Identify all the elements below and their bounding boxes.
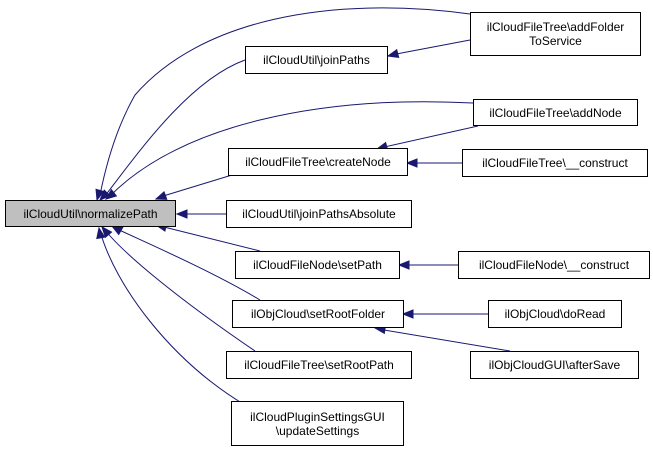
node-add-node[interactable]: ilCloudFileTree\addNode <box>473 99 638 126</box>
node-do-read[interactable]: ilObjCloud\doRead <box>488 300 622 328</box>
edge-add-node-to-create-node <box>375 125 479 151</box>
node-file-node-construct[interactable]: ilCloudFileNode\__construct <box>458 251 650 279</box>
node-join-paths[interactable]: ilCloudUtil\joinPaths <box>245 46 388 74</box>
node-normalize-path: ilCloudUtil\normalizePath <box>5 200 176 227</box>
node-label: ilCloudUtil\normalizePath <box>23 206 158 221</box>
arrowhead <box>397 260 410 270</box>
node-label: ilObjCloud\setRootFolder <box>250 307 386 321</box>
node-label-line2: \updateSettings <box>275 423 360 438</box>
arrowhead <box>104 188 118 200</box>
node-file-tree-construct[interactable]: ilCloudFileTree\__construct <box>462 149 648 177</box>
arrowhead <box>101 225 113 239</box>
edge-add-folder-to-root <box>95 7 471 202</box>
node-set-path[interactable]: ilCloudFileNode\setPath <box>235 251 400 279</box>
node-label: ilObjCloudGUI\afterSave <box>488 358 621 372</box>
arrowhead <box>96 226 106 240</box>
node-label-line1: ilCloudPluginSettingsGUI <box>250 409 385 424</box>
node-label-line1: ilCloudFileTree\addFolder <box>486 20 625 34</box>
node-label: ilObjCloud\doRead <box>504 307 606 321</box>
node-set-root-folder[interactable]: ilObjCloud\setRootFolder <box>232 300 404 328</box>
edge-add-folder-to-join-paths <box>386 39 471 59</box>
node-add-folder-to-service[interactable]: ilCloudFileTree\addFolder ToService <box>470 12 641 56</box>
edge-join-paths-absolute-to-root <box>175 209 226 219</box>
edge-file-tree-construct-to-create-node <box>405 158 462 168</box>
node-label: ilCloudFileTree\createNode <box>245 155 391 169</box>
node-label: ilCloudFileNode\setPath <box>253 258 382 272</box>
edge-after-save-to-set-root-folder <box>373 324 511 352</box>
node-label: ilCloudFileTree\addNode <box>489 105 622 120</box>
arrowhead <box>386 48 400 59</box>
edge-do-read-to-set-root-folder <box>401 309 488 319</box>
node-update-settings[interactable]: ilCloudPluginSettingsGUI \updateSettings <box>231 401 404 446</box>
node-label-line2: ToService <box>529 34 582 48</box>
edge-set-root-path-to-root <box>101 225 256 352</box>
arrowhead <box>154 191 168 200</box>
arrowhead <box>405 158 418 168</box>
node-after-save[interactable]: ilObjCloudGUI\afterSave <box>470 351 639 379</box>
node-create-node[interactable]: ilCloudFileTree\createNode <box>228 148 408 176</box>
node-label: ilCloudUtil\joinPaths <box>263 53 370 67</box>
node-label: ilCloudFileNode\__construct <box>478 258 630 272</box>
edge-join-paths-to-root <box>99 59 246 201</box>
arrowhead <box>110 225 124 236</box>
node-join-paths-absolute[interactable]: ilCloudUtil\joinPathsAbsolute <box>226 200 412 228</box>
edge-update-settings-to-root <box>96 226 246 406</box>
arrowhead <box>95 188 105 202</box>
node-set-root-path[interactable]: ilCloudFileTree\setRootPath <box>226 351 412 379</box>
arrowhead <box>401 309 414 319</box>
node-label: ilCloudUtil\joinPathsAbsolute <box>242 207 396 221</box>
arrowhead <box>99 189 111 201</box>
edge-create-node-to-root <box>154 174 233 200</box>
node-label: ilCloudFileTree\__construct <box>482 156 628 170</box>
edge-file-node-construct-to-set-path <box>397 260 458 270</box>
arrowhead <box>175 209 188 219</box>
edge-add-node-to-root <box>104 101 474 200</box>
node-label: ilCloudFileTree\setRootPath <box>244 358 394 372</box>
